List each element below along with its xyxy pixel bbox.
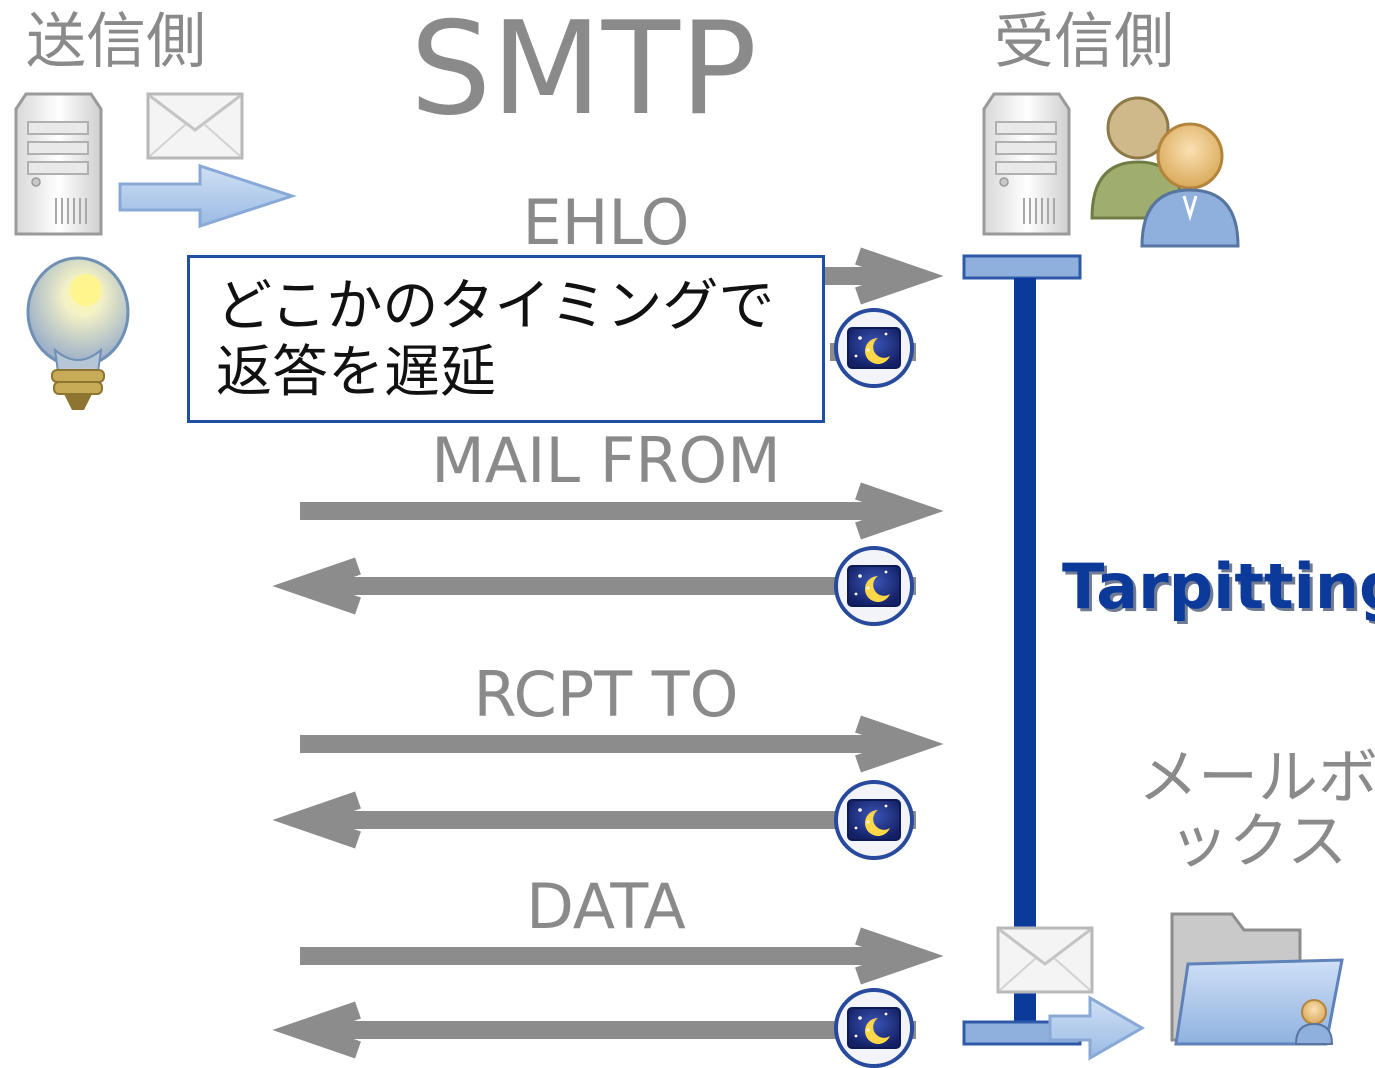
- sender-server-icon: [14, 92, 103, 236]
- rcptto-request-head: [855, 715, 944, 773]
- sleep-icon: [834, 546, 914, 626]
- lightbulb-icon: [26, 256, 130, 410]
- sleep-icon: [834, 988, 914, 1068]
- mailfrom-response-head: [272, 557, 361, 615]
- users-icon: [1090, 96, 1240, 248]
- mailbox-label: メールボックス: [1138, 743, 1375, 878]
- callout-line-2: 返答を遅延: [216, 340, 496, 405]
- tarpitting-label: Tarpitting: [1062, 550, 1375, 623]
- diagram-title: SMTP: [410, 0, 758, 144]
- command-label-data: DATA: [526, 870, 686, 943]
- send-arrow-icon: [118, 163, 297, 229]
- ehlo-request-head: [855, 247, 944, 305]
- data-response-head: [272, 1001, 361, 1059]
- delay-callout-box: どこかのタイミングで 返答を遅延: [187, 255, 825, 423]
- delivered-envelope-icon: [996, 926, 1094, 994]
- command-label-rcpt-to: RCPT TO: [473, 658, 739, 731]
- deliver-arrow-icon: [1048, 995, 1146, 1061]
- receiver-label: 受信側: [994, 7, 1174, 77]
- mailfrom-request-head: [855, 482, 944, 540]
- command-label-mail-from: MAIL FROM: [431, 424, 781, 497]
- data-request-head: [855, 927, 944, 985]
- receiver-server-icon: [982, 92, 1071, 236]
- envelope-icon: [146, 92, 244, 160]
- tarpit-top-cap: [962, 254, 1082, 280]
- sender-label: 送信側: [26, 7, 206, 77]
- rcptto-response-head: [272, 791, 361, 849]
- command-label-ehlo: EHLO: [522, 186, 690, 259]
- callout-line-1: どこかのタイミングで: [216, 274, 775, 339]
- sleep-icon: [834, 780, 914, 860]
- tarpit-bar: [1014, 278, 1036, 1022]
- mailbox-folder-icon: [1170, 912, 1344, 1046]
- sleep-icon: [834, 308, 914, 388]
